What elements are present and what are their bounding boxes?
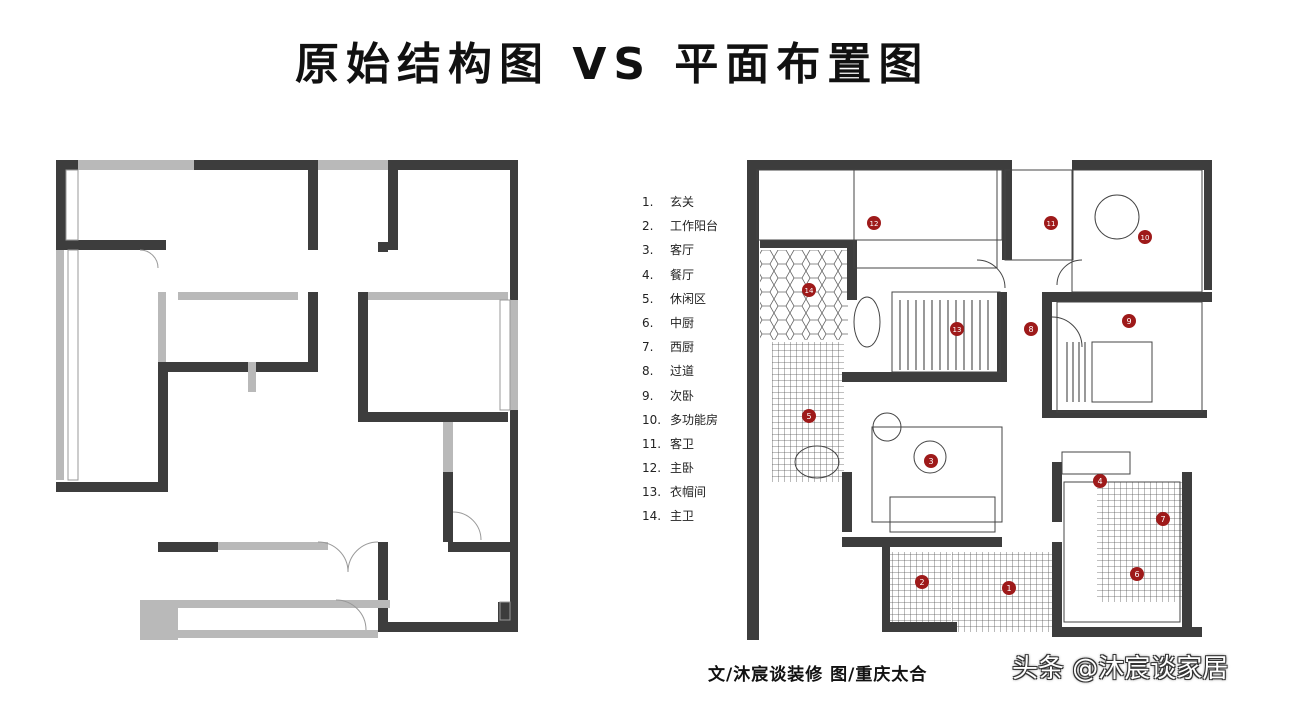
svg-text:13: 13 bbox=[953, 326, 962, 334]
floor-layout-plan: 1 2 3 4 5 6 7 8 9 10 11 12 13 14 bbox=[747, 160, 1212, 640]
floor-areas bbox=[760, 250, 1187, 632]
marker-6: 6 bbox=[1130, 567, 1144, 581]
svg-text:9: 9 bbox=[1126, 317, 1131, 326]
svg-text:10: 10 bbox=[1141, 234, 1150, 242]
legend-item: 3.客厅 bbox=[642, 243, 695, 258]
marker-11: 11 bbox=[1044, 216, 1058, 230]
legend-item: 10.多功能房 bbox=[642, 412, 719, 427]
room-legend: 1.玄关 2.工作阳台 3.客厅 4.餐厅 5.休闲区 6.中厨 7.西厨 8.… bbox=[642, 190, 762, 529]
svg-text:11: 11 bbox=[1047, 220, 1056, 228]
svg-text:7: 7 bbox=[1160, 515, 1165, 524]
svg-text:4: 4 bbox=[1097, 477, 1102, 486]
marker-7: 7 bbox=[1156, 512, 1170, 526]
svg-text:8: 8 bbox=[1028, 325, 1033, 334]
marker-1: 1 bbox=[1002, 581, 1016, 595]
svg-text:2: 2 bbox=[919, 578, 924, 587]
marker-8: 8 bbox=[1024, 322, 1038, 336]
page-title: 原始结构图 VS 平面布置图 bbox=[295, 39, 930, 90]
marker-4: 4 bbox=[1093, 474, 1107, 488]
marker-5: 5 bbox=[802, 409, 816, 423]
marker-12: 12 bbox=[867, 216, 881, 230]
marker-3: 3 bbox=[924, 454, 938, 468]
marker-13: 13 bbox=[950, 322, 964, 336]
legend-item: 14.主卫 bbox=[642, 509, 695, 524]
legend-item: 13.衣帽间 bbox=[642, 485, 707, 500]
svg-text:12: 12 bbox=[870, 220, 879, 228]
marker-2: 2 bbox=[915, 575, 929, 589]
original-structure-plan bbox=[56, 160, 518, 640]
legend-item: 12.主卧 bbox=[642, 461, 695, 476]
legend-item: 11.客卫 bbox=[642, 436, 695, 451]
legend-item: 6.中厨 bbox=[642, 315, 695, 330]
room-markers: 1 2 3 4 5 6 7 8 9 10 11 12 13 14 bbox=[802, 216, 1170, 595]
watermark: 头条 @沐宸谈家居 bbox=[1012, 654, 1229, 684]
marker-10: 10 bbox=[1138, 230, 1152, 244]
svg-text:3: 3 bbox=[928, 457, 933, 466]
svg-text:1: 1 bbox=[1006, 584, 1011, 593]
svg-text:14: 14 bbox=[805, 287, 814, 295]
svg-text:5: 5 bbox=[806, 412, 811, 421]
legend-item: 7.西厨 bbox=[642, 340, 695, 355]
legend-item: 9.次卧 bbox=[642, 388, 695, 403]
legend-item: 1.玄关 bbox=[642, 195, 695, 209]
image-credit: 文/沐宸谈装修 图/重庆太合 bbox=[708, 665, 928, 685]
marker-9: 9 bbox=[1122, 314, 1136, 328]
legend-item: 4.餐厅 bbox=[642, 267, 695, 282]
legend-item: 8.过道 bbox=[642, 364, 695, 379]
legend-item: 2.工作阳台 bbox=[642, 219, 719, 234]
legend-item: 5.休闲区 bbox=[642, 291, 707, 306]
marker-14: 14 bbox=[802, 283, 816, 297]
svg-text:6: 6 bbox=[1134, 570, 1139, 579]
